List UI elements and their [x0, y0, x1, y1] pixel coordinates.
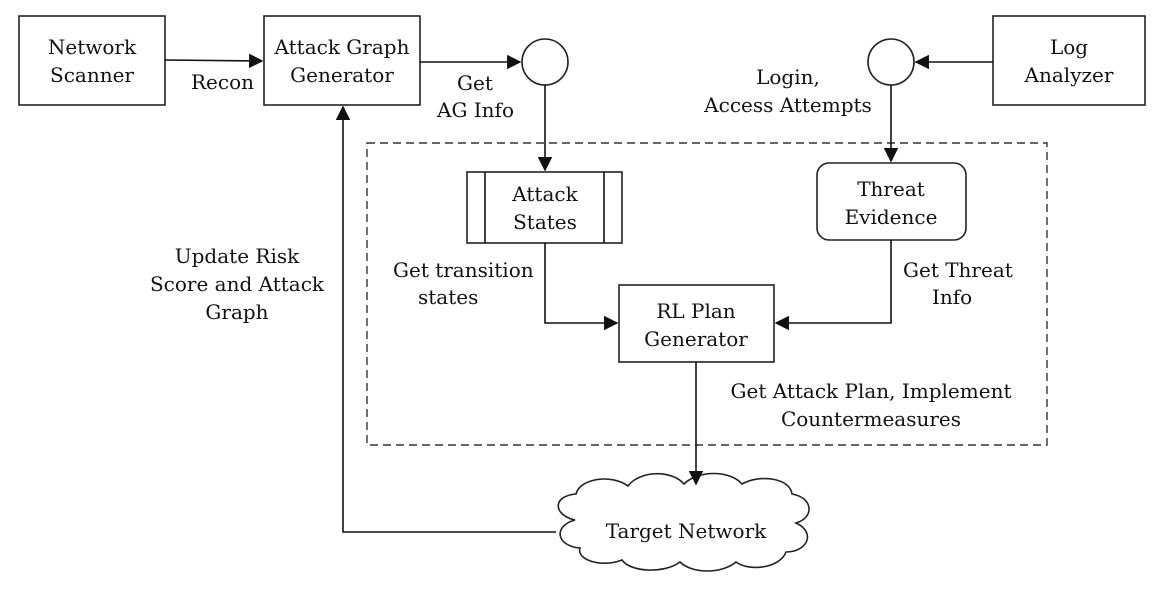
- get-ag-info-label-line2: AG Info: [436, 98, 514, 122]
- threat-info-arrow: [774, 240, 892, 331]
- log-analyzer-label-line2: Analyzer: [1024, 63, 1114, 87]
- threat-info-label-line2: Info: [932, 285, 972, 309]
- login-label-line2: Access Attempts: [703, 93, 872, 117]
- threat-evidence-node: Threat Evidence: [816, 162, 967, 241]
- update-risk-label-line2: Score and Attack: [150, 272, 325, 296]
- threat-evidence-label-line1: Threat: [857, 177, 925, 201]
- attack-graph-generator-label-line1: Attack Graph: [274, 35, 410, 59]
- rl-plan-generator-label-line2: Generator: [644, 327, 748, 351]
- transition-states-arrow: [544, 243, 619, 331]
- recon-label: Recon: [191, 70, 254, 94]
- network-scanner-label-line1: Network: [48, 35, 137, 59]
- threat-info-label-line1: Get Threat: [903, 258, 1013, 282]
- rl-plan-generator-label-line1: RL Plan: [656, 299, 735, 323]
- target-network-label: Target Network: [606, 519, 767, 543]
- attack-graph-generator-node: Attack Graph Generator: [263, 15, 421, 106]
- ag-info-junction: [521, 38, 569, 86]
- log-analyzer-node: Log Analyzer: [992, 15, 1146, 106]
- network-scanner-label-line2: Scanner: [50, 63, 134, 87]
- attack-states-label-line2: States: [513, 210, 577, 234]
- attack-states-label-line1: Attack: [511, 182, 578, 206]
- attack-plan-label-line2: Countermeasures: [781, 407, 961, 431]
- rl-plan-generator-node: RL Plan Generator: [618, 284, 775, 363]
- core-system-boundary: [366, 142, 1048, 446]
- log-analyzer-label-line1: Log: [1050, 35, 1088, 59]
- transition-states-label-line1: Get transition: [393, 258, 534, 282]
- attack-states-node: Attack States: [466, 171, 623, 244]
- attack-graph-generator-label-line2: Generator: [290, 63, 394, 87]
- login-label-line1: Login,: [756, 65, 820, 89]
- update-risk-arrow: [335, 105, 556, 533]
- update-risk-label-line1: Update Risk: [175, 244, 300, 268]
- threat-evidence-label-line2: Evidence: [845, 205, 938, 229]
- transition-states-label-line2: states: [418, 285, 478, 309]
- update-risk-label-line3: Graph: [205, 300, 268, 324]
- attack-plan-label-line1: Get Attack Plan, Implement: [731, 379, 1012, 403]
- network-scanner-node: Network Scanner: [18, 15, 166, 106]
- recon-arrow: [164, 53, 264, 69]
- get-ag-info-label-line1: Get: [457, 71, 493, 95]
- target-network-cloud: Target Network: [557, 472, 810, 572]
- log-junction: [867, 38, 915, 86]
